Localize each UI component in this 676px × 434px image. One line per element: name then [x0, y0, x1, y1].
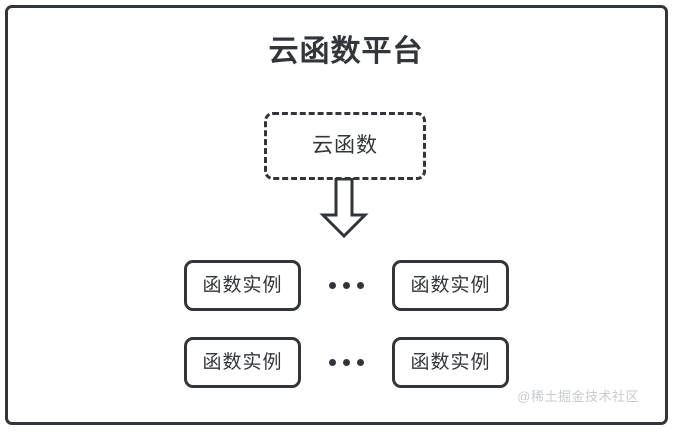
ellipsis-icon [329, 282, 364, 289]
cloud-function-label: 云函数 [312, 134, 378, 157]
function-instance-label: 函数实例 [410, 274, 491, 296]
cloud-function-node: 云函数 [264, 112, 426, 180]
function-instance-label: 函数实例 [202, 274, 283, 296]
function-instance-box: 函数实例 [184, 337, 301, 388]
function-instance-box: 函数实例 [184, 260, 301, 311]
ellipsis-dot [343, 359, 350, 366]
platform-frame: 云函数平台 云函数 函数实例 函数实例 函数实例 [5, 5, 668, 425]
function-instance-box: 函数实例 [392, 260, 509, 311]
instance-row: 函数实例 函数实例 [184, 337, 509, 388]
ellipsis-dot [343, 282, 350, 289]
function-instance-box: 函数实例 [392, 337, 509, 388]
function-instance-label: 函数实例 [202, 351, 283, 373]
instance-row: 函数实例 函数实例 [184, 260, 509, 311]
watermark: @稀土掘金技术社区 [517, 389, 639, 404]
ellipsis-dot [329, 282, 336, 289]
ellipsis-icon [329, 359, 364, 366]
arrow-down-block-icon [319, 178, 369, 238]
ellipsis-dot [357, 359, 364, 366]
page-title: 云函数平台 [268, 35, 424, 68]
function-instance-label: 函数实例 [410, 351, 491, 373]
ellipsis-dot [329, 359, 336, 366]
ellipsis-dot [357, 282, 364, 289]
